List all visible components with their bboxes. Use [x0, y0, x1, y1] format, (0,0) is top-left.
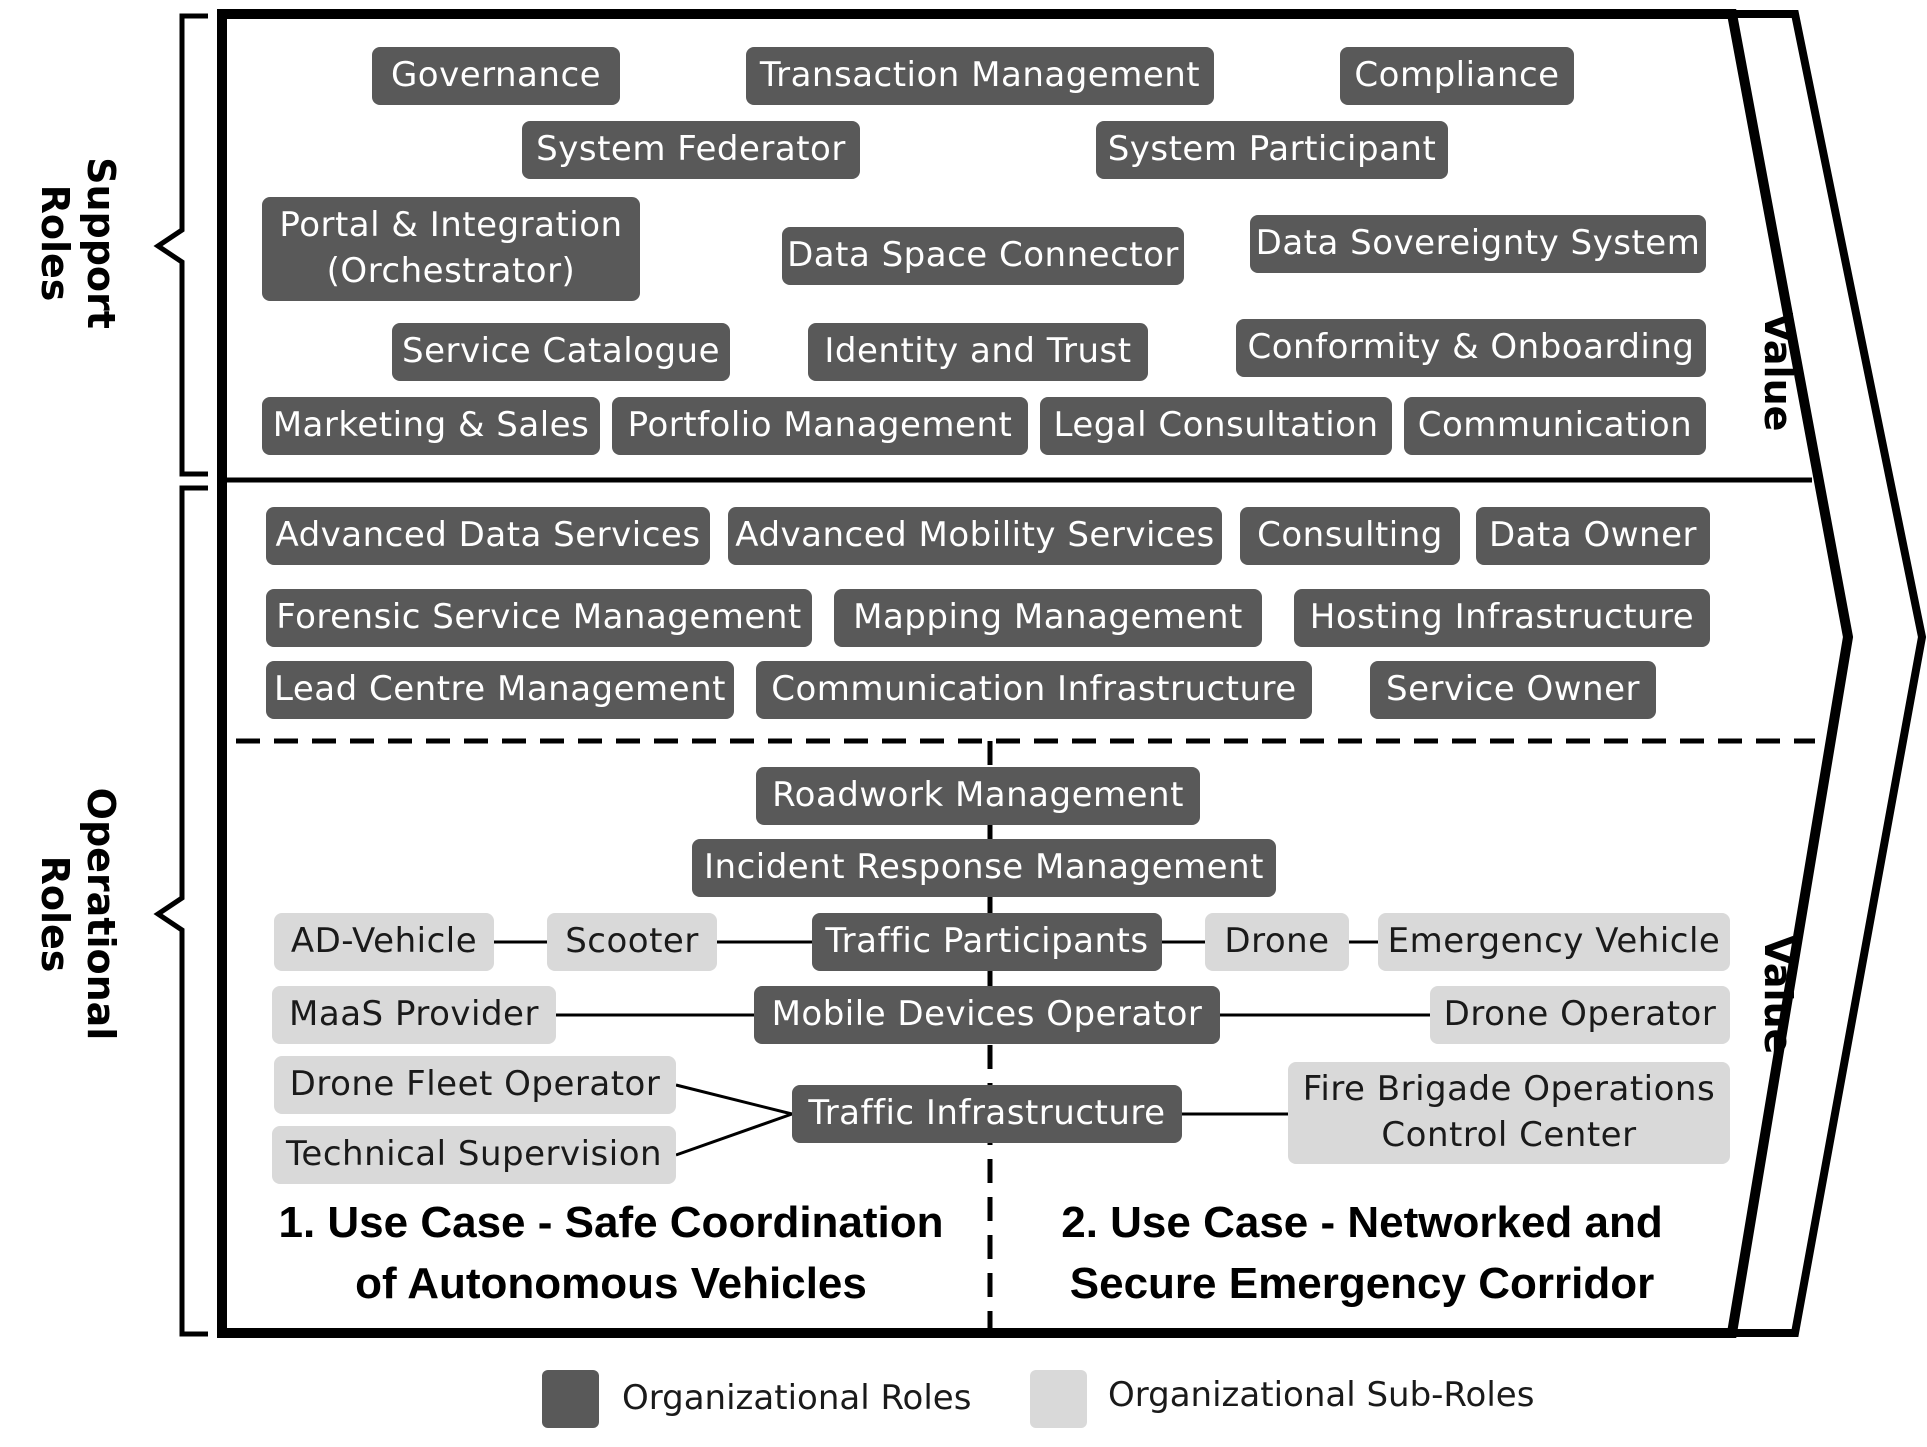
subrole-ad-vehicle: AD-Vehicle	[274, 913, 494, 971]
role-portal-integration-line1: Portal & Integration	[279, 205, 623, 246]
role-mapping-management: Mapping Management	[834, 589, 1262, 647]
subrole-technical-supervision: Technical Supervision	[272, 1126, 676, 1184]
role-portal-integration: Portal & Integration (Orchestrator)	[262, 197, 640, 301]
role-data-owner: Data Owner	[1476, 507, 1710, 565]
subrole-maas-provider: MaaS Provider	[272, 986, 556, 1044]
support-roles-label: Support Roles	[33, 157, 123, 329]
role-traffic-participants: Traffic Participants	[812, 913, 1162, 971]
subrole-drone: Drone	[1205, 913, 1349, 971]
role-system-participant: System Participant	[1096, 121, 1448, 179]
subrole-fire-brigade-line1: Fire Brigade Operations	[1302, 1069, 1716, 1110]
role-service-catalogue: Service Catalogue	[392, 323, 730, 381]
role-data-space-connector: Data Space Connector	[782, 227, 1184, 285]
subrole-emergency-vehicle: Emergency Vehicle	[1378, 913, 1730, 971]
legend-roles-swatch	[542, 1370, 599, 1428]
role-identity-and-trust: Identity and Trust	[808, 323, 1148, 381]
value-chain-outer-arrow	[1732, 10, 1927, 1337]
role-advanced-data-services: Advanced Data Services	[266, 507, 710, 565]
role-communication: Communication	[1404, 397, 1706, 455]
role-advanced-mobility-services: Advanced Mobility Services	[728, 507, 1222, 565]
role-system-federator: System Federator	[522, 121, 860, 179]
role-consulting: Consulting	[1240, 507, 1460, 565]
value-label-bottom: Value	[1756, 935, 1800, 1055]
role-transaction-management: Transaction Management	[746, 47, 1214, 105]
use-case-1-line1: 1. Use Case - Safe Coordination	[278, 1198, 944, 1247]
role-conformity-onboarding: Conformity & Onboarding	[1236, 319, 1706, 377]
legend-sub-roles-label: Organizational Sub-Roles	[1108, 1375, 1535, 1415]
value-label-top: Value	[1756, 312, 1800, 432]
use-case-2-line1: 2. Use Case - Networked and	[1061, 1198, 1663, 1247]
role-legal-consultation: Legal Consultation	[1040, 397, 1392, 455]
legend-roles-label: Organizational Roles	[622, 1378, 972, 1418]
use-case-2-title: 2. Use Case - Networked and Secure Emerg…	[998, 1192, 1726, 1314]
use-case-1-title: 1. Use Case - Safe Coordination of Auton…	[236, 1192, 986, 1314]
role-communication-infrastructure: Communication Infrastructure	[756, 661, 1312, 719]
role-data-sovereignty-system: Data Sovereignty System	[1250, 215, 1706, 273]
role-portal-integration-line2: (Orchestrator)	[326, 251, 576, 291]
subrole-drone-fleet-operator: Drone Fleet Operator	[274, 1056, 676, 1114]
role-mobile-devices-operator: Mobile Devices Operator	[754, 986, 1220, 1044]
role-forensic-service-management: Forensic Service Management	[266, 589, 812, 647]
value-chain-frame	[217, 9, 1854, 1338]
operational-roles-label: Operational Roles	[33, 787, 123, 1041]
operational-brace	[153, 485, 208, 1337]
legend-sub-roles-swatch	[1030, 1370, 1087, 1428]
connector-tech-supervision-traffic-infra	[675, 1112, 793, 1157]
connector-drone-fleet-traffic-infra	[675, 1083, 793, 1116]
support-brace	[153, 13, 208, 477]
role-lead-centre-management: Lead Centre Management	[266, 661, 734, 719]
subrole-drone-operator: Drone Operator	[1430, 986, 1730, 1044]
subrole-fire-brigade: Fire Brigade Operations Control Center	[1288, 1062, 1730, 1164]
use-case-1-line2: of Autonomous Vehicles	[355, 1259, 867, 1308]
use-case-2-line2: Secure Emergency Corridor	[1069, 1259, 1655, 1308]
role-service-owner: Service Owner	[1370, 661, 1656, 719]
subrole-fire-brigade-line2: Control Center	[1381, 1115, 1637, 1155]
role-incident-response-management: Incident Response Management	[692, 839, 1276, 897]
role-compliance: Compliance	[1340, 47, 1574, 105]
role-governance: Governance	[372, 47, 620, 105]
role-hosting-infrastructure: Hosting Infrastructure	[1294, 589, 1710, 647]
subrole-scooter: Scooter	[547, 913, 717, 971]
role-traffic-infrastructure: Traffic Infrastructure	[792, 1085, 1182, 1143]
role-portfolio-management: Portfolio Management	[612, 397, 1028, 455]
role-marketing-sales: Marketing & Sales	[262, 397, 600, 455]
role-roadwork-management: Roadwork Management	[756, 767, 1200, 825]
